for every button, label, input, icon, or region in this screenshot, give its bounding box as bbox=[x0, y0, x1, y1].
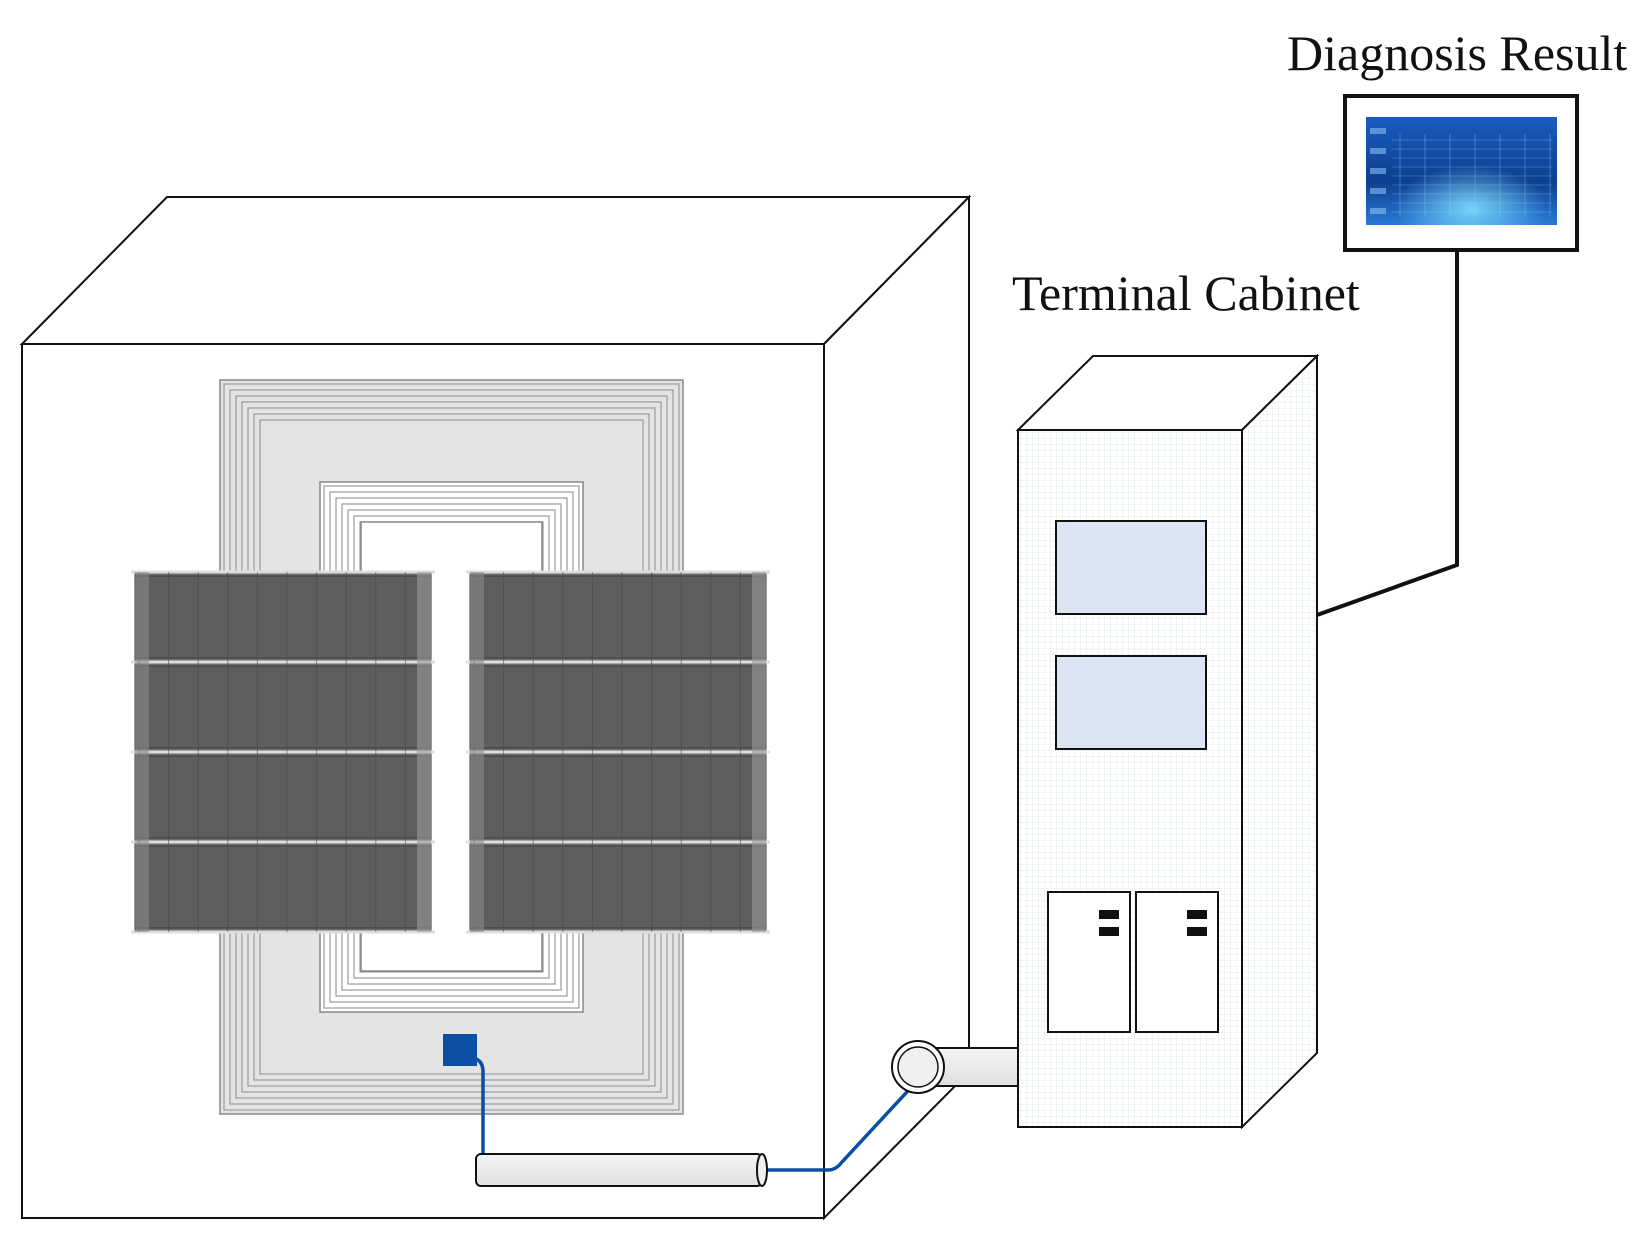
cabinet-window-upper bbox=[1055, 520, 1207, 615]
winding-right bbox=[466, 570, 770, 934]
terminal-cabinet-label: Terminal Cabinet bbox=[1012, 265, 1360, 321]
diagnosis-result-label: Diagnosis Result bbox=[1287, 25, 1628, 81]
monitor-display bbox=[1343, 94, 1579, 252]
cabinet-window-lower bbox=[1055, 655, 1207, 750]
terminal-cabinet bbox=[1015, 353, 1320, 1130]
door-latches bbox=[1099, 910, 1207, 936]
winding-left bbox=[131, 570, 435, 934]
cabinet-side bbox=[1241, 353, 1318, 1130]
tank-top-face bbox=[19, 196, 972, 345]
signal-cable bbox=[472, 1056, 920, 1172]
cable-conduit bbox=[891, 1040, 1057, 1094]
vibration-sensor bbox=[443, 1034, 477, 1066]
inner-conduit bbox=[475, 1153, 768, 1187]
monitor-cable bbox=[1316, 250, 1459, 617]
